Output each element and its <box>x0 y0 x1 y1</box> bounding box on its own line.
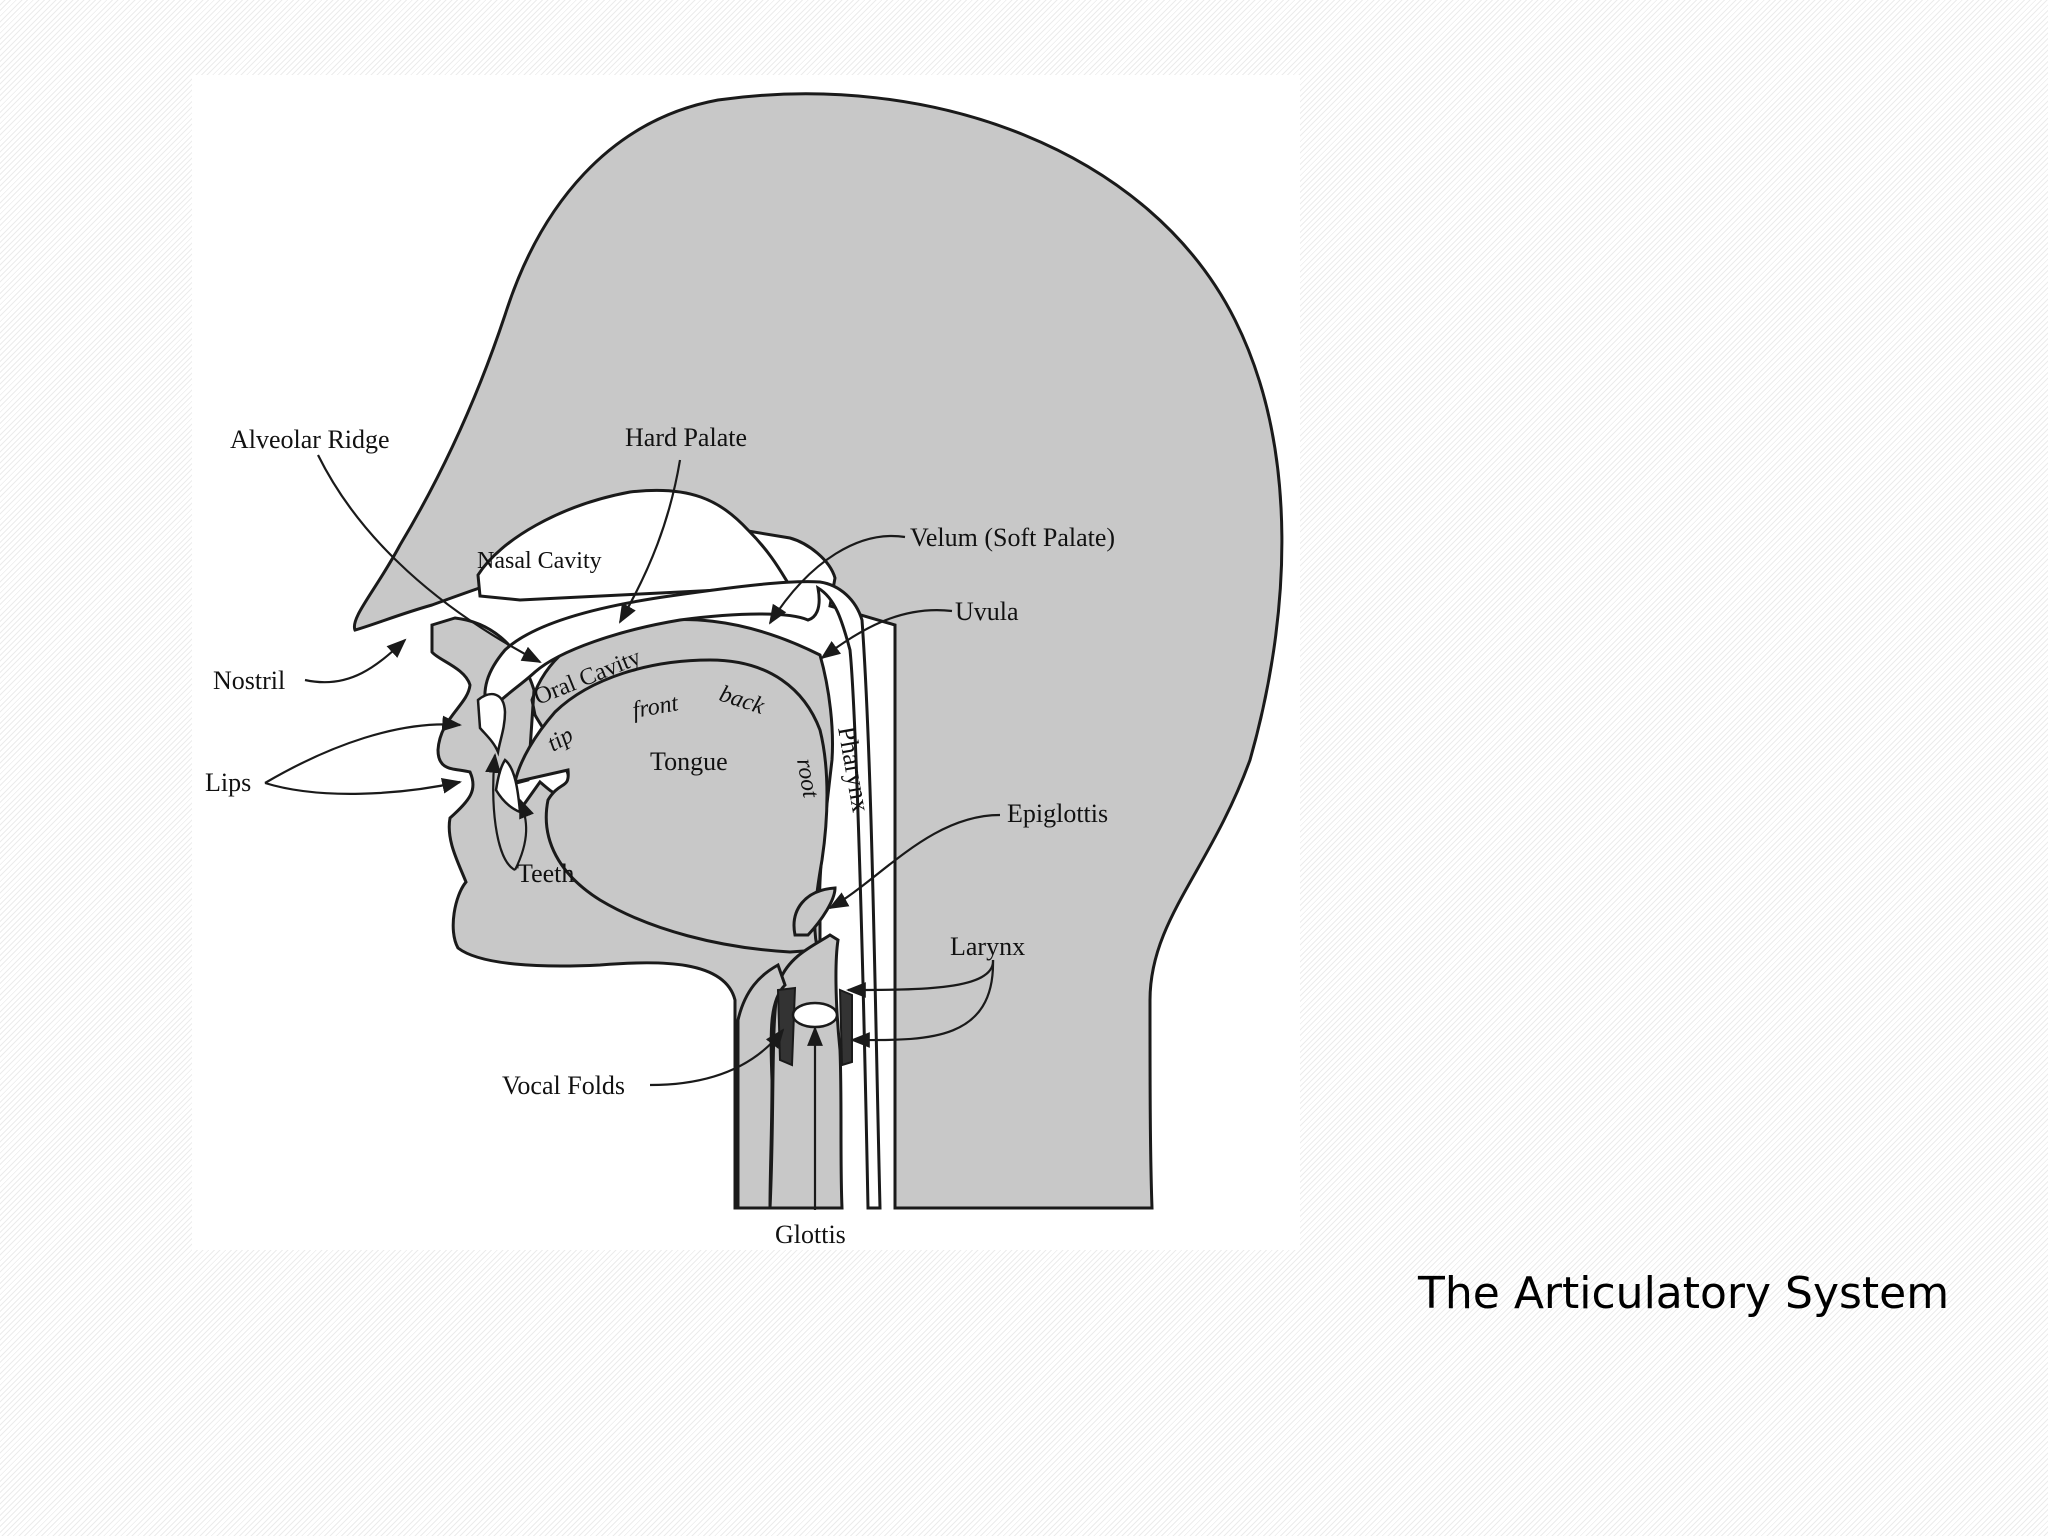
vocal-folds-leader <box>649 1028 785 1087</box>
label-velum: Velum (Soft Palate) <box>910 523 1115 552</box>
vocal-fold-left <box>776 986 797 1067</box>
glottis-opening <box>791 1001 839 1029</box>
label-nostril: Nostril <box>213 666 285 695</box>
label-vocal-folds: Vocal Folds <box>502 1071 625 1100</box>
label-hard-palate: Hard Palate <box>625 423 747 452</box>
articulatory-system-diagram: Alveolar Ridge Hard Palate Nasal Cavity … <box>205 92 1284 1249</box>
tongue-shape <box>513 658 829 954</box>
larynx-leader-upper <box>846 959 995 998</box>
label-teeth: Teeth <box>517 859 574 888</box>
slide-caption: The Articulatory System <box>1418 1268 1950 1319</box>
vocal-fold-right <box>838 988 853 1067</box>
nasal-cavity <box>476 488 791 602</box>
teeth-leader-upper <box>485 753 516 871</box>
lips-leader-lower <box>264 778 462 795</box>
velum-leader <box>768 534 906 625</box>
label-larynx: Larynx <box>950 932 1025 961</box>
label-lips: Lips <box>205 768 251 797</box>
hard-palate-leader <box>619 459 682 624</box>
lips-leader-upper <box>264 715 462 784</box>
label-uvula: Uvula <box>955 597 1019 626</box>
alveolar-ridge-leader <box>317 454 542 663</box>
epiglottis-flap <box>792 886 837 937</box>
label-glottis: Glottis <box>775 1220 846 1249</box>
diagram-panel: Alveolar Ridge Hard Palate Nasal Cavity … <box>192 75 1300 1250</box>
label-epiglottis: Epiglottis <box>1007 799 1108 828</box>
label-alveolar-ridge: Alveolar Ridge <box>230 425 390 454</box>
label-nasal-cavity: Nasal Cavity <box>477 548 602 574</box>
uvula-leader <box>820 609 953 660</box>
epiglottis-leader <box>828 813 1001 909</box>
teeth-leader-lower <box>514 798 534 871</box>
larynx-leader-lower <box>850 959 995 1048</box>
oral-pharynx-passage <box>483 580 882 1210</box>
upper-teeth <box>476 692 507 757</box>
label-tongue: Tongue <box>650 747 728 776</box>
nostril-leader <box>304 638 407 684</box>
